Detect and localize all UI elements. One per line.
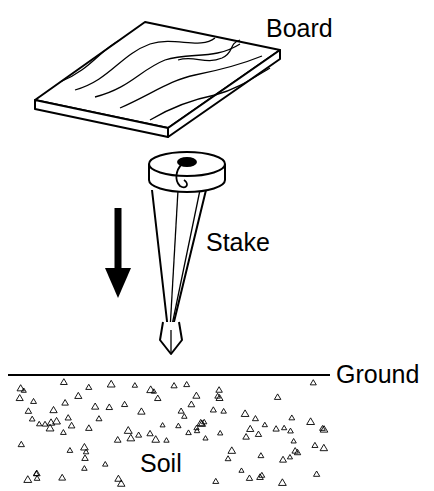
- arrow: [105, 208, 131, 298]
- ground-line: [8, 374, 330, 376]
- part-label: Board: [266, 16, 333, 41]
- part-label: Stake: [206, 230, 270, 255]
- part-label: Soil: [140, 451, 182, 476]
- board: [35, 22, 280, 137]
- soil-texture: [16, 379, 328, 487]
- part-label: Ground: [336, 362, 419, 387]
